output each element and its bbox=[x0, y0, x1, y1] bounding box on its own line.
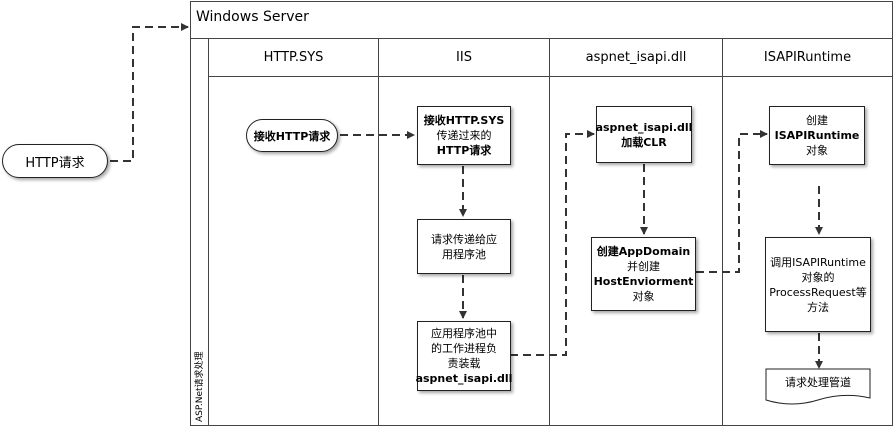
node-isapi-load-clr: aspnet_isapi.dll 加载CLR bbox=[596, 106, 692, 163]
arrow-iis-to-isapi bbox=[510, 130, 595, 356]
http-request-start: HTTP请求 bbox=[2, 144, 108, 178]
node-runtime-create: 创建 ISAPIRuntime 对象 bbox=[769, 106, 865, 165]
node-iis-forward-line2: 用程序池 bbox=[442, 247, 486, 261]
node-receive-http: 接收HTTP请求 bbox=[246, 119, 338, 152]
pipeline-document-shape bbox=[765, 368, 871, 405]
node-iis-receive: 接收HTTP.SYS 传递过来的 HTTP请求 bbox=[417, 106, 511, 165]
node-runtime-call-line2: 对象的 bbox=[801, 270, 835, 284]
node-iis-worker: 应用程序池中 的工作进程负 责装载 aspnet_isapi.dll bbox=[415, 321, 513, 391]
node-iis-receive-line2: 传递过来的 bbox=[436, 129, 492, 142]
node-runtime-call-line3: ProcessRequest等 bbox=[769, 285, 867, 299]
node-iis-receive-line3: HTTP请求 bbox=[436, 144, 492, 157]
node-iis-receive-line1: 接收HTTP.SYS bbox=[423, 114, 505, 127]
node-iis-worker-line3: 责装载 bbox=[447, 357, 481, 370]
node-isapi-domain-line2: 并创建 bbox=[627, 260, 660, 273]
node-runtime-create-line2: ISAPIRuntime bbox=[774, 129, 860, 142]
node-isapi-domain-line1: 创建AppDomain bbox=[596, 245, 691, 258]
side-label: ASP.Net请求处理 bbox=[195, 351, 205, 422]
arrow-request-to-server bbox=[110, 23, 189, 162]
node-iis-forward: 请求传递给应 用程序池 bbox=[417, 219, 511, 274]
column-header-aspnet-isapi: aspnet_isapi.dll bbox=[585, 50, 687, 65]
node-isapi-domain-line3: HostEnviorment bbox=[593, 275, 694, 288]
arrow-isapi-to-runtime bbox=[696, 130, 768, 273]
node-runtime-create-line3: 对象 bbox=[806, 144, 828, 157]
node-iis-worker-line1: 应用程序池中 bbox=[431, 327, 497, 340]
node-runtime-call-line4: 方法 bbox=[807, 300, 829, 314]
node-receive-http-label: 接收HTTP请求 bbox=[253, 129, 331, 143]
column-header-iis: IIS bbox=[456, 50, 472, 65]
http-request-label: HTTP请求 bbox=[25, 155, 85, 171]
node-pipeline-label: 请求处理管道 bbox=[785, 376, 851, 389]
node-runtime-call-line1: 调用ISAPIRuntime bbox=[770, 255, 866, 269]
server-title: Windows Server bbox=[196, 9, 309, 25]
node-isapi-domain-line4: 对象 bbox=[632, 290, 655, 303]
node-iis-worker-line2: 的工作进程负 bbox=[431, 342, 497, 355]
node-iis-forward-line1: 请求传递给应 bbox=[431, 232, 497, 246]
node-isapi-load-line1: aspnet_isapi.dll bbox=[595, 120, 693, 134]
column-header-isapiruntime: ISAPIRuntime bbox=[763, 50, 852, 65]
column-header-httpsys: HTTP.SYS bbox=[263, 50, 324, 65]
node-isapi-appdomain: 创建AppDomain 并创建 HostEnviorment 对象 bbox=[591, 237, 696, 311]
node-isapi-load-line2: 加载CLR bbox=[621, 135, 667, 149]
node-iis-worker-line4: aspnet_isapi.dll bbox=[415, 372, 513, 385]
node-runtime-create-line1: 创建 bbox=[806, 114, 828, 127]
node-runtime-process-request: 调用ISAPIRuntime 对象的 ProcessRequest等 方法 bbox=[765, 237, 871, 332]
